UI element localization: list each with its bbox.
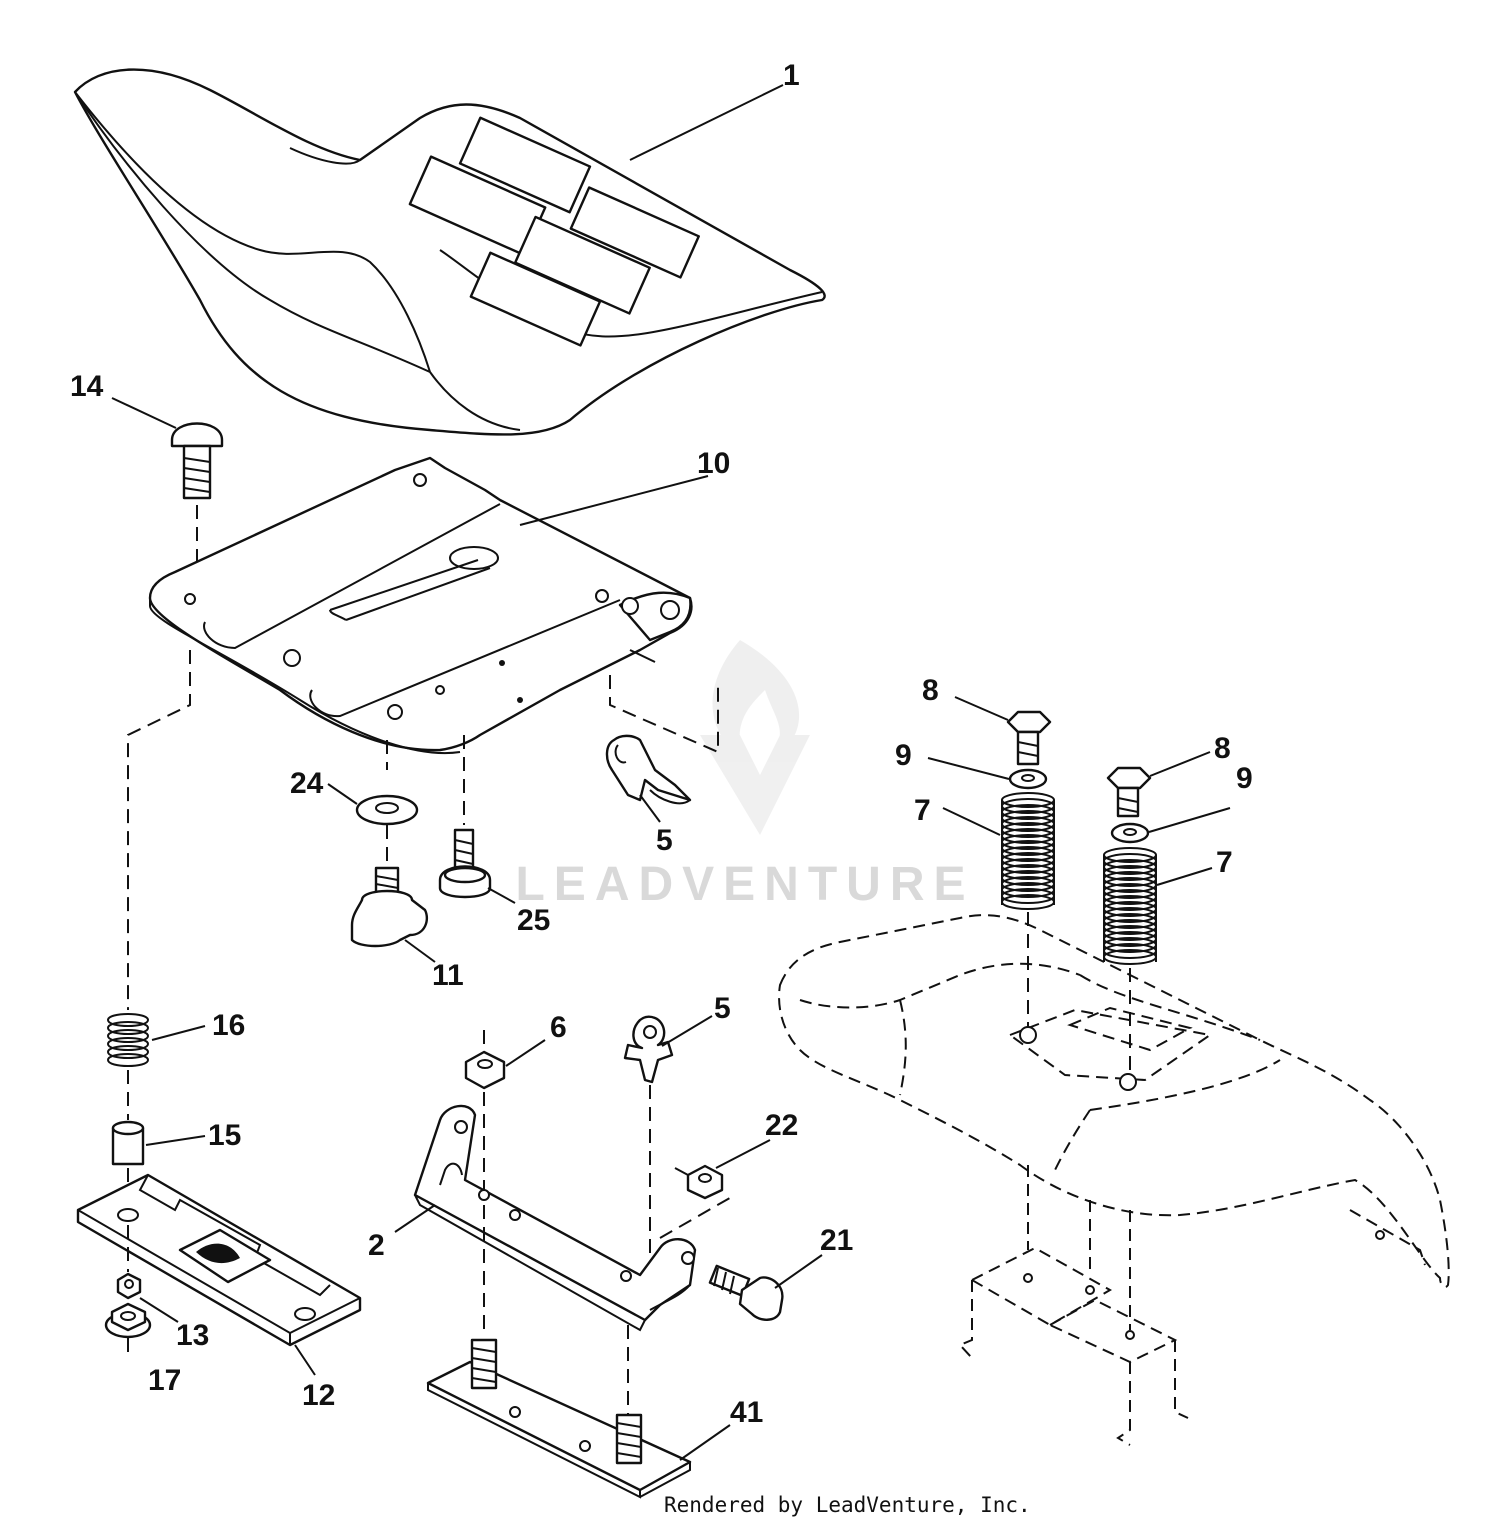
callout-5a: 5 — [656, 824, 673, 857]
callout-1: 1 — [783, 59, 800, 92]
clip-part-5-lower — [623, 1015, 674, 1084]
callout-5b: 5 — [714, 992, 731, 1025]
leader-14 — [111, 397, 177, 429]
footer-credit: Rendered by LeadVenture, Inc. — [664, 1493, 1031, 1517]
stud-plate-part-41 — [426, 1338, 692, 1499]
leader-9b — [1148, 807, 1231, 833]
callout-13: 13 — [176, 1319, 209, 1352]
watermark-logo — [700, 640, 810, 835]
callout-22: 22 — [765, 1109, 798, 1142]
callout-8a: 8 — [922, 674, 939, 707]
leader-11 — [404, 939, 436, 963]
callout-9a: 9 — [895, 739, 912, 772]
washer-part-9-left — [1008, 768, 1048, 790]
wire-clip-part-5-upper — [605, 734, 692, 805]
callout-8b: 8 — [1214, 732, 1231, 765]
leader-12 — [294, 1344, 316, 1376]
spring-outline — [1001, 800, 1055, 905]
leader-22 — [715, 1139, 771, 1169]
nut-part-6 — [464, 1050, 506, 1090]
leader-41 — [679, 1424, 731, 1461]
spring-part-7-left — [1001, 792, 1055, 910]
seat-part-1 — [73, 68, 826, 436]
dash-pan-5 — [609, 675, 719, 754]
callout-11: 11 — [432, 959, 464, 992]
spring-outline — [1103, 855, 1157, 962]
callout-7a: 7 — [914, 794, 931, 827]
slide-bracket-part-12 — [76, 1173, 362, 1347]
callout-16: 16 — [212, 1009, 245, 1042]
callout-25: 25 — [517, 904, 550, 937]
leader-10 — [519, 475, 709, 526]
screw-part-25 — [438, 828, 492, 899]
leader-8a — [954, 696, 1009, 721]
spacer-part-15 — [111, 1120, 145, 1166]
leader-13 — [139, 1297, 179, 1323]
leader-8b — [1149, 751, 1211, 777]
nut-part-13 — [116, 1272, 142, 1300]
leader-7a — [942, 807, 1001, 836]
watermark-text: LEADVENTURE — [515, 858, 974, 911]
seat-pan-part-10 — [148, 456, 693, 755]
dash-22 — [659, 1194, 736, 1239]
bolt-part-8-right — [1106, 766, 1152, 818]
callout-9b: 9 — [1236, 762, 1253, 795]
leader-5a — [639, 794, 661, 823]
leader-5b — [661, 1015, 713, 1047]
dash-22-left — [674, 1167, 689, 1176]
leader-2 — [394, 1204, 436, 1233]
callout-2: 2 — [368, 1229, 385, 1262]
nut-part-22 — [686, 1164, 724, 1200]
leader-1 — [629, 84, 784, 161]
callout-6: 6 — [550, 1011, 567, 1044]
bolt-part-21 — [708, 1264, 784, 1321]
leader-16 — [151, 1025, 206, 1041]
spring-part-7-right — [1103, 847, 1157, 965]
carriage-bolt-part-14 — [170, 422, 224, 500]
fender-reference — [778, 914, 1450, 1446]
leader-21 — [774, 1254, 823, 1289]
bracket-part-2 — [413, 1104, 697, 1332]
flange-nut-part-17 — [104, 1302, 152, 1339]
leader-24 — [327, 783, 358, 805]
callout-14: 14 — [70, 370, 104, 403]
callout-21: 21 — [820, 1224, 853, 1257]
washer-part-9-right — [1110, 822, 1150, 844]
dash-pan-16 — [127, 650, 191, 1010]
callout-24: 24 — [290, 767, 324, 800]
spring-part-16 — [107, 1013, 149, 1067]
callout-15: 15 — [208, 1119, 241, 1152]
bolt-part-8-left — [1006, 710, 1052, 766]
leader-25 — [487, 887, 516, 904]
leader-15 — [145, 1135, 206, 1146]
leader-6 — [505, 1039, 546, 1067]
knob-part-11 — [350, 866, 429, 948]
callout-41: 41 — [730, 1396, 763, 1429]
callout-10: 10 — [697, 447, 730, 480]
callout-7b: 7 — [1216, 846, 1233, 879]
leader-7b — [1156, 867, 1213, 886]
washer-part-24 — [355, 794, 419, 826]
callout-12: 12 — [302, 1379, 335, 1412]
leader-9a — [927, 757, 1010, 780]
callout-17: 17 — [148, 1364, 181, 1397]
